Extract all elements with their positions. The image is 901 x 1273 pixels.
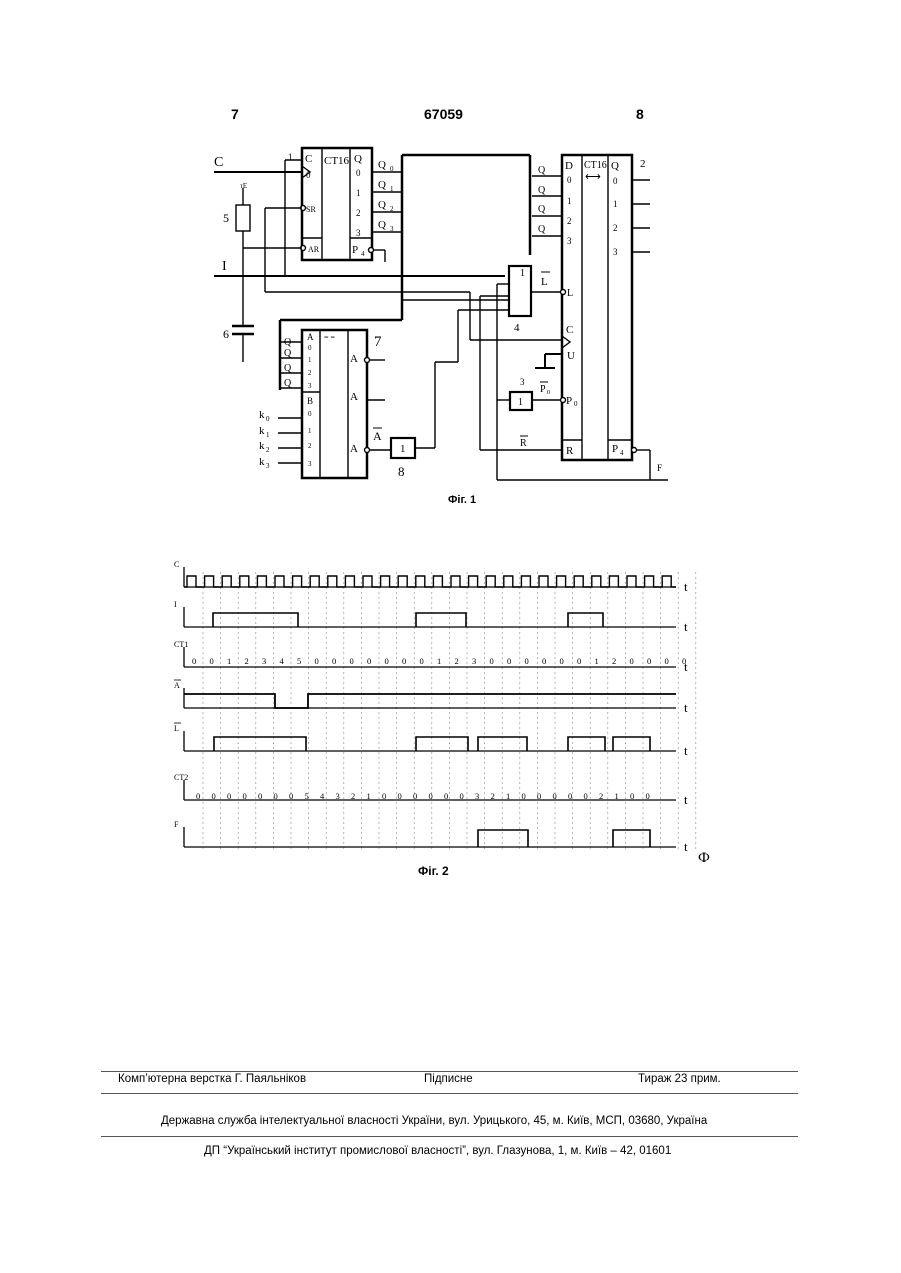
ct1-value: 0 — [490, 656, 494, 666]
ct1-value: 0 — [525, 656, 529, 666]
figure-2-caption: Фіг. 2 — [418, 864, 449, 878]
ct2-value: 3 — [475, 791, 479, 801]
ct1-value: 1 — [437, 656, 441, 666]
time-label: t — [684, 743, 688, 758]
ct1-value: 2 — [245, 656, 249, 666]
ct1-value: 0 — [507, 656, 511, 666]
ct1-value: 4 — [280, 656, 285, 666]
ct2-value: 0 — [243, 791, 247, 801]
ct1-value: 0 — [560, 656, 564, 666]
ct2-value: 0 — [212, 791, 216, 801]
signal-label: C — [174, 560, 179, 569]
ct1-value: 0 — [385, 656, 389, 666]
ct2-value: 1 — [506, 791, 510, 801]
ct2-value: 0 — [398, 791, 402, 801]
ct2-value: 1 — [367, 791, 371, 801]
i-pulse — [568, 613, 603, 627]
signal-label: A — [174, 681, 180, 690]
ct2-value: 0 — [630, 791, 634, 801]
ct1-value: 0 — [210, 656, 214, 666]
ct2-value: 2 — [491, 791, 495, 801]
ct1-value: 1 — [227, 656, 231, 666]
signed-note: Підписне — [424, 1073, 473, 1085]
ct1-value: 0 — [577, 656, 581, 666]
footer-divider-middle — [101, 1093, 798, 1094]
signal-label: F — [174, 820, 179, 829]
ct1-value: 0 — [630, 656, 634, 666]
time-label: t — [684, 579, 688, 594]
time-label: t — [684, 619, 688, 634]
ct1-value: 0 — [402, 656, 406, 666]
ct2-value: 0 — [568, 791, 572, 801]
ct1-value: 3 — [472, 656, 476, 666]
signal-label: CT1 — [174, 640, 188, 649]
ct2-value: 0 — [382, 791, 386, 801]
signal-label: L — [174, 724, 179, 733]
ct2-value: 0 — [274, 791, 278, 801]
ct1-value: 0 — [332, 656, 336, 666]
ct2-value: 0 — [289, 791, 293, 801]
time-label: t — [684, 700, 688, 715]
phi-label: Ф — [698, 850, 710, 866]
ct1-value: 0 — [420, 656, 424, 666]
ct1-value: 5 — [297, 656, 301, 666]
i-pulse — [213, 613, 298, 627]
time-label: t — [684, 839, 688, 854]
ct2-value: 0 — [460, 791, 464, 801]
footer-divider-top — [101, 1071, 798, 1072]
ct2-value: 0 — [537, 791, 541, 801]
ct1-value: 0 — [315, 656, 319, 666]
ct1-value: 2 — [455, 656, 459, 666]
ct2-value: 0 — [258, 791, 262, 801]
ct2-value: 0 — [227, 791, 231, 801]
typesetter-credit: Комп’ютерна верстка Г. Паяльніков — [118, 1073, 306, 1085]
ct1-value: 0 — [367, 656, 371, 666]
ct1-value: 0 — [665, 656, 669, 666]
ct2-value: 0 — [646, 791, 650, 801]
ct1-value: 2 — [612, 656, 616, 666]
ct1-value: 0 — [192, 656, 196, 666]
ct1-value: 0 — [647, 656, 651, 666]
ct2-value: 0 — [522, 791, 526, 801]
ct2-value: 0 — [584, 791, 588, 801]
f-pulse — [613, 830, 650, 847]
ct2-value: 2 — [599, 791, 603, 801]
figure-2-timing-diagram: CtItCT1tAtLtCT2tFt0012345000000012300000… — [0, 0, 901, 900]
a-waveform — [184, 694, 676, 708]
ct2-value: 0 — [429, 791, 433, 801]
ct2-value: 2 — [351, 791, 355, 801]
ct2-value: 3 — [336, 791, 340, 801]
ct1-value: 3 — [262, 656, 266, 666]
l-pulse — [613, 737, 650, 751]
signal-label: I — [174, 600, 177, 609]
i-pulse — [416, 613, 466, 627]
circulation-note: Тираж 23 прим. — [638, 1073, 721, 1085]
l-pulse — [214, 737, 306, 751]
ct2-value: 0 — [444, 791, 448, 801]
agency-address: Державна служба інтелектуальної власност… — [161, 1115, 707, 1127]
ct2-value: 1 — [615, 791, 619, 801]
institute-address: ДП “Український інститут промислової вла… — [204, 1145, 671, 1157]
ct1-value: 0 — [682, 656, 686, 666]
f-pulse — [478, 830, 528, 847]
ct1-value: 0 — [350, 656, 354, 666]
signal-label: CT2 — [174, 773, 188, 782]
l-pulse — [568, 737, 605, 751]
ct2-value: 5 — [305, 791, 309, 801]
ct2-value: 0 — [196, 791, 200, 801]
ct1-value: 0 — [542, 656, 546, 666]
footer-divider-bottom — [101, 1136, 798, 1137]
l-pulse — [416, 737, 468, 751]
ct1-value: 1 — [595, 656, 599, 666]
ct2-value: 0 — [413, 791, 417, 801]
ct2-value: 0 — [553, 791, 557, 801]
clock-waveform — [184, 576, 676, 587]
time-label: t — [684, 792, 688, 807]
